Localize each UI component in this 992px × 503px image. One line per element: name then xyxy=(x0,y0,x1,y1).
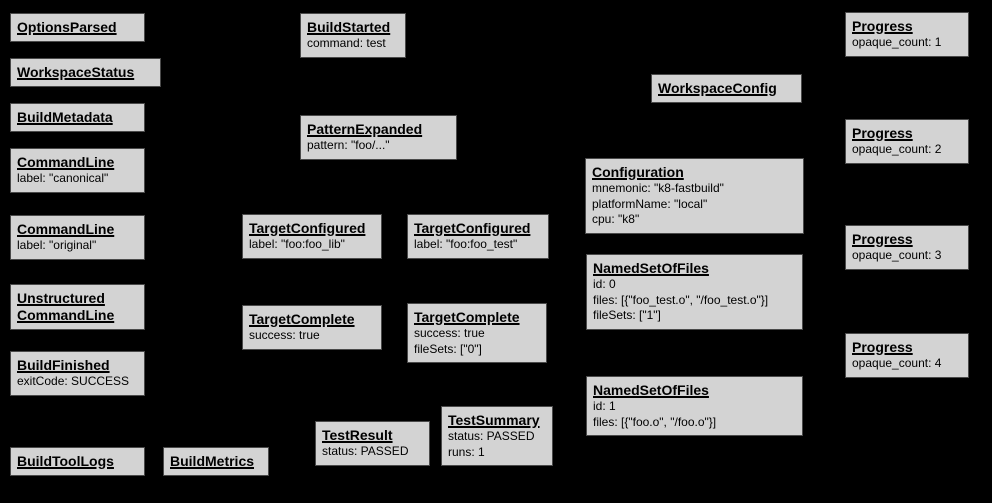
node-target-complete-foo-test: TargetComplete success: true fileSets: [… xyxy=(407,303,547,363)
node-title-line2: CommandLine xyxy=(17,307,115,323)
node-detail: files: [{"foo_test.o", "/foo_test.o"}] xyxy=(593,292,769,307)
node-detail: command: test xyxy=(307,36,386,50)
node-title: WorkspaceConfig xyxy=(658,80,777,96)
node-title: BuildMetadata xyxy=(17,109,113,125)
node-title: WorkspaceStatus xyxy=(17,64,135,80)
node-workspace-config: WorkspaceConfig xyxy=(651,74,802,103)
node-detail: exitCode: SUCCESS xyxy=(17,374,130,388)
node-detail: id: 1 xyxy=(593,399,616,413)
node-title: BuildFinished xyxy=(17,357,110,373)
node-options-parsed: OptionsParsed xyxy=(10,13,145,42)
node-detail: runs: 1 xyxy=(448,444,485,459)
node-detail: status: PASSED xyxy=(322,444,409,458)
node-command-line-original: CommandLine label: "original" xyxy=(10,215,145,260)
node-progress-2: Progress opaque_count: 2 xyxy=(845,119,969,164)
node-build-metadata: BuildMetadata xyxy=(10,103,145,132)
node-unstructured-command-line: Unstructured CommandLine xyxy=(10,284,145,330)
node-title: TestResult xyxy=(322,427,393,443)
node-progress-1: Progress opaque_count: 1 xyxy=(845,12,969,57)
node-named-set-of-files-1: NamedSetOfFiles id: 1 files: [{"foo.o", … xyxy=(586,376,803,436)
node-title: TargetComplete xyxy=(414,309,520,325)
node-title: OptionsParsed xyxy=(17,19,117,35)
node-title: Progress xyxy=(852,231,913,247)
node-detail: mnemonic: "k8-fastbuild" xyxy=(592,181,724,195)
node-detail: success: true xyxy=(249,328,320,342)
node-detail: fileSets: ["0"] xyxy=(414,341,482,356)
node-test-summary: TestSummary status: PASSED runs: 1 xyxy=(441,406,553,466)
node-command-line-canonical: CommandLine label: "canonical" xyxy=(10,148,145,193)
node-test-result: TestResult status: PASSED xyxy=(315,421,430,466)
node-title: BuildStarted xyxy=(307,19,391,35)
node-detail: cpu: "k8" xyxy=(592,212,640,226)
node-detail: pattern: "foo/..." xyxy=(307,138,390,152)
node-progress-3: Progress opaque_count: 3 xyxy=(845,225,969,270)
node-detail: label: "original" xyxy=(17,238,97,252)
node-title: TargetConfigured xyxy=(414,220,531,236)
node-detail: label: "foo:foo_lib" xyxy=(249,237,345,251)
node-title: TargetConfigured xyxy=(249,220,366,236)
node-build-metrics: BuildMetrics xyxy=(163,447,269,476)
node-workspace-status: WorkspaceStatus xyxy=(10,58,161,87)
node-title: Unstructured xyxy=(17,290,105,306)
node-title: PatternExpanded xyxy=(307,121,423,137)
node-title: NamedSetOfFiles xyxy=(593,382,709,398)
node-configuration: Configuration mnemonic: "k8-fastbuild" p… xyxy=(585,158,804,234)
node-detail: opaque_count: 1 xyxy=(852,35,942,49)
node-named-set-of-files-0: NamedSetOfFiles id: 0 files: [{"foo_test… xyxy=(586,254,803,330)
node-target-configured-foo-test: TargetConfigured label: "foo:foo_test" xyxy=(407,214,549,259)
node-title: Progress xyxy=(852,18,913,34)
node-target-complete-foo-lib: TargetComplete success: true xyxy=(242,305,382,350)
node-title: TargetComplete xyxy=(249,311,355,327)
node-title: Progress xyxy=(852,125,913,141)
node-title: Progress xyxy=(852,339,913,355)
node-build-started: BuildStarted command: test xyxy=(300,13,406,58)
node-detail: platformName: "local" xyxy=(592,196,708,211)
node-title: CommandLine xyxy=(17,154,115,170)
node-detail: status: PASSED xyxy=(448,429,535,443)
node-pattern-expanded: PatternExpanded pattern: "foo/..." xyxy=(300,115,457,160)
node-build-tool-logs: BuildToolLogs xyxy=(10,447,145,476)
node-title: BuildMetrics xyxy=(170,453,255,469)
node-detail: opaque_count: 4 xyxy=(852,356,942,370)
node-detail: label: "canonical" xyxy=(17,171,109,185)
node-title: CommandLine xyxy=(17,221,115,237)
node-build-finished: BuildFinished exitCode: SUCCESS xyxy=(10,351,145,396)
node-detail: files: [{"foo.o", "/foo.o"}] xyxy=(593,414,717,429)
node-title: BuildToolLogs xyxy=(17,453,114,469)
node-title: NamedSetOfFiles xyxy=(593,260,709,276)
node-detail: id: 0 xyxy=(593,277,616,291)
node-detail: success: true xyxy=(414,326,485,340)
node-detail: label: "foo:foo_test" xyxy=(414,237,518,251)
node-title: Configuration xyxy=(592,164,684,180)
node-detail: opaque_count: 2 xyxy=(852,142,942,156)
node-progress-4: Progress opaque_count: 4 xyxy=(845,333,969,378)
node-detail: opaque_count: 3 xyxy=(852,248,942,262)
node-target-configured-foo-lib: TargetConfigured label: "foo:foo_lib" xyxy=(242,214,382,259)
node-title: TestSummary xyxy=(448,412,540,428)
node-detail: fileSets: ["1"] xyxy=(593,308,661,322)
